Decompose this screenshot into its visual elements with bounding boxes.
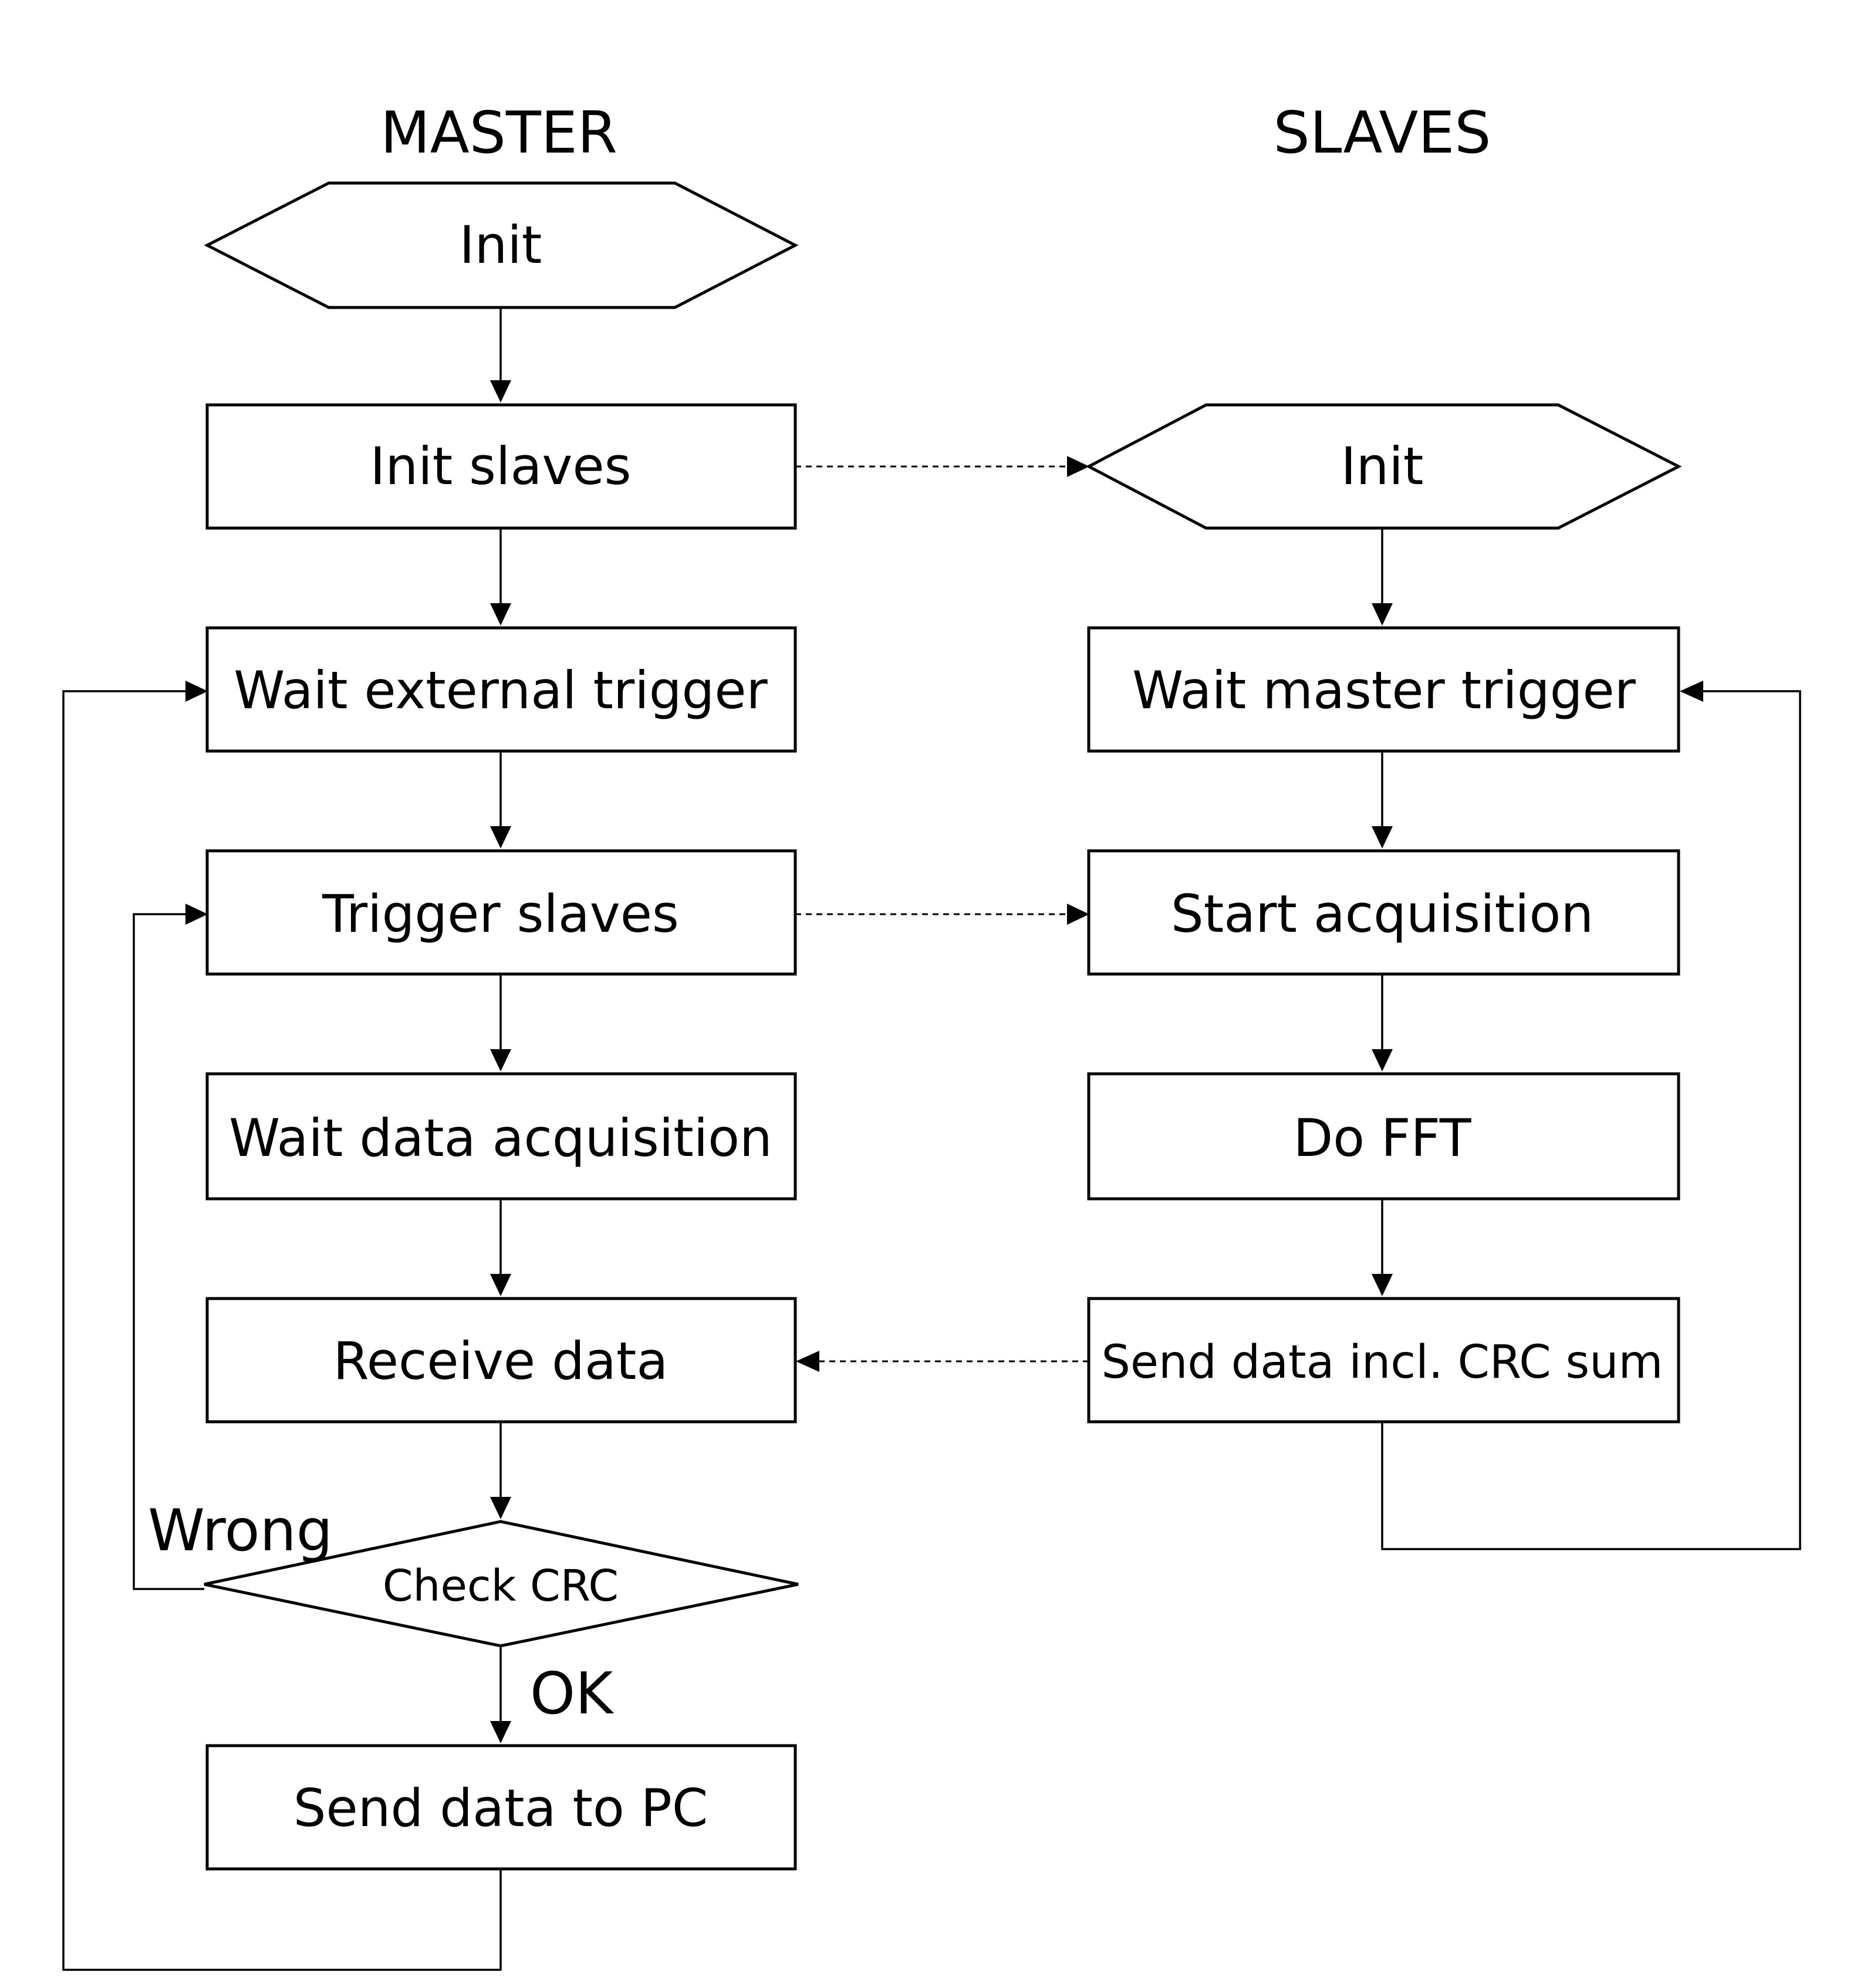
do-fft-node: Do FFT [1087,1072,1680,1201]
start-acquisition-node: Start acquisition [1087,849,1680,976]
wait-master-trigger-node: Wait master trigger [1087,626,1680,753]
svg-text:Wait master trigger: Wait master trigger [1132,660,1636,721]
wrong-branch-label: Wrong [148,1497,333,1564]
slaves-init-node: Init [1085,403,1682,530]
slaves-connectors [1372,528,1801,1550]
svg-text:Start acquisition: Start acquisition [1171,884,1593,944]
send-data-crc-node: Send data incl. CRC sum [1087,1297,1680,1424]
communication-links [795,456,1089,1372]
svg-text:Receive data: Receive data [333,1331,668,1391]
master-init-node: Init [204,181,799,309]
ok-branch-label: OK [530,1661,615,1727]
send-data-to-pc-node: Send data to PC [205,1744,797,1871]
master-column-title: MASTER [380,100,617,167]
svg-text:Check CRC: Check CRC [383,1561,619,1611]
svg-text:Wait external trigger: Wait external trigger [234,660,768,721]
master-connectors [62,308,511,1971]
svg-text:Init: Init [1341,436,1424,496]
check-crc-decision: Check CRC [204,1520,799,1648]
svg-text:Send data to PC: Send data to PC [293,1778,708,1838]
svg-text:Send data incl. CRC sum: Send data incl. CRC sum [1101,1336,1663,1389]
receive-data-node: Receive data [205,1297,797,1424]
wait-external-trigger-node: Wait external trigger [205,626,797,753]
wait-data-acquisition-node: Wait data acquisition [205,1072,797,1201]
svg-text:Init slaves: Init slaves [370,436,632,496]
svg-text:Do FFT: Do FFT [1293,1108,1471,1168]
svg-text:Init: Init [460,215,542,275]
slaves-column-title: SLAVES [1274,100,1491,167]
svg-text:Wait data acquisition: Wait data acquisition [229,1108,772,1168]
trigger-slaves-node: Trigger slaves [205,849,797,976]
init-slaves-node: Init slaves [205,403,797,530]
svg-text:Trigger slaves: Trigger slaves [322,884,679,944]
